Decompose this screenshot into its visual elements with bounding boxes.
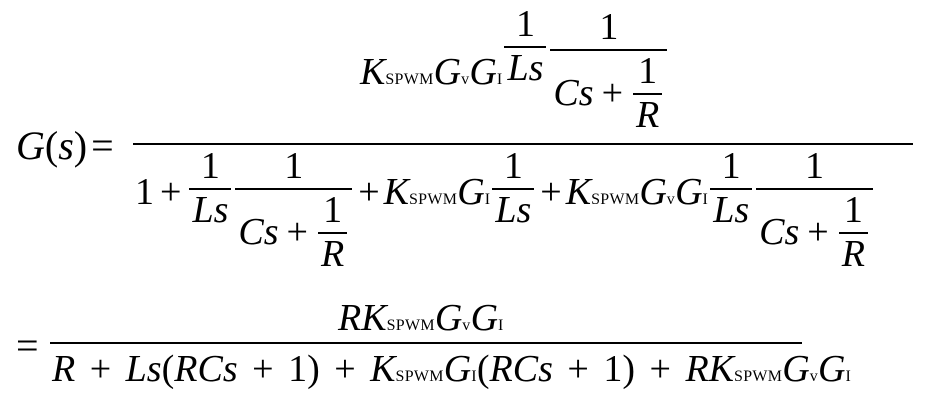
lhs-s: s: [58, 123, 74, 168]
g-i: GI: [675, 171, 709, 213]
second-equals: =: [16, 323, 39, 368]
lhs-g: G: [16, 123, 45, 168]
g-i: GI: [469, 51, 503, 93]
frac-1-over-ls: 1 Ls: [504, 3, 547, 90]
frac-c: 1 Ls: [492, 145, 535, 232]
k-spwm: KSPWM: [383, 171, 458, 213]
g-v: Gv: [639, 171, 676, 213]
plus: +: [160, 171, 182, 213]
lhs-paren-close: ): [73, 123, 88, 168]
main-fraction-bar: [133, 143, 913, 145]
plus: +: [540, 171, 562, 213]
k-spwm: KSPWM: [360, 51, 434, 93]
lhs: G(s)=: [16, 122, 114, 169]
k-spwm: KSPWM: [565, 171, 640, 213]
second-denominator: R + Ls(RCs + 1) + KSPWMGI(RCs + 1) + RKS…: [52, 348, 852, 390]
g-v: Gv: [433, 51, 470, 93]
frac-1-over-r: 1 R: [633, 50, 663, 137]
lhs-paren-open: (: [44, 123, 59, 168]
second-fraction-bar: [50, 342, 802, 344]
g-i: GI: [457, 171, 491, 213]
lhs-equals: =: [91, 123, 114, 168]
second-numerator: RKSPWMGvGI: [338, 297, 504, 339]
plus: +: [358, 171, 380, 213]
one: 1: [135, 171, 154, 213]
frac-d: 1 Ls: [710, 145, 753, 232]
frac-a: 1 Ls: [189, 145, 232, 232]
